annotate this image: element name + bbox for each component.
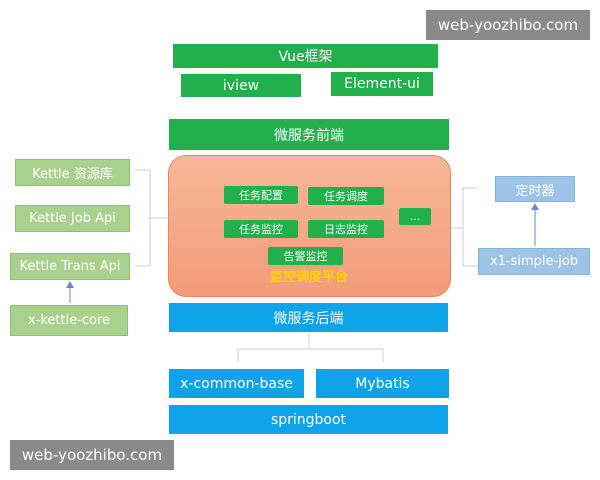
kettle-repository-box: Kettle 资源库	[15, 159, 130, 186]
task-monitor-module: 任务监控	[224, 220, 298, 238]
task-config-module: 任务配置	[224, 186, 298, 204]
log-monitor-module: 日志监控	[308, 220, 384, 238]
x-kettle-core-box: x-kettle-core	[10, 305, 128, 336]
watermark-bottom: web-yoozhibo.com	[10, 440, 174, 470]
springboot-box: springboot	[169, 405, 448, 434]
more-modules: ...	[399, 208, 431, 225]
mybatis-box: Mybatis	[316, 369, 449, 398]
x1-simple-job-box: x1-simple-job	[478, 248, 590, 275]
microservice-frontend-box: 微服务前端	[169, 119, 449, 150]
kettle-job-api-box: Kettle Job Api	[15, 205, 130, 232]
microservice-backend-box: 微服务后端	[169, 303, 448, 332]
timer-box: 定时器	[495, 176, 575, 202]
iview-box: iview	[181, 74, 301, 97]
platform-label: 监控调度平台	[269, 270, 348, 285]
task-schedule-module: 任务调度	[308, 187, 384, 205]
vue-framework-box: Vue框架	[173, 44, 438, 68]
kettle-trans-api-box: Kettle Trans Api	[10, 253, 130, 280]
x-common-base-box: x-common-base	[169, 369, 304, 398]
element-ui-box: Element-ui	[331, 72, 433, 96]
alert-monitor-module: 告警监控	[268, 247, 343, 265]
watermark-top: web-yoozhibo.com	[426, 10, 590, 40]
